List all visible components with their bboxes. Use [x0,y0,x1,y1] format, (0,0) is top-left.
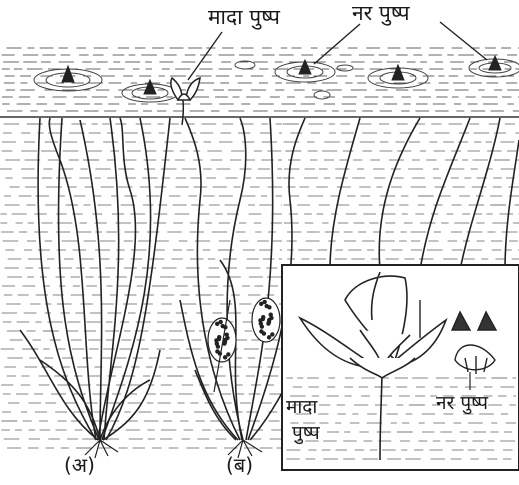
inset-male-label: नर पुष्प [436,394,488,413]
female-flower-label: मादा पुष्प [208,7,280,28]
surface-ripple-dashes [2,48,519,111]
surface-ripples [34,59,519,102]
male-flower-pointer-2 [440,22,487,60]
plant-a-leaves [20,118,170,440]
female-flower-pointer [188,32,222,80]
inset-female-label-line2: पुष्प [292,424,320,443]
background-leaves [330,118,519,270]
inset-female-label-line1: मादा [286,398,317,417]
plant-a-label: (अ) [64,455,95,475]
plant-b-label: (ब) [226,455,253,475]
male-flower-label: नर पुष्प [352,3,410,24]
male-flower-pointer-1 [314,24,360,64]
